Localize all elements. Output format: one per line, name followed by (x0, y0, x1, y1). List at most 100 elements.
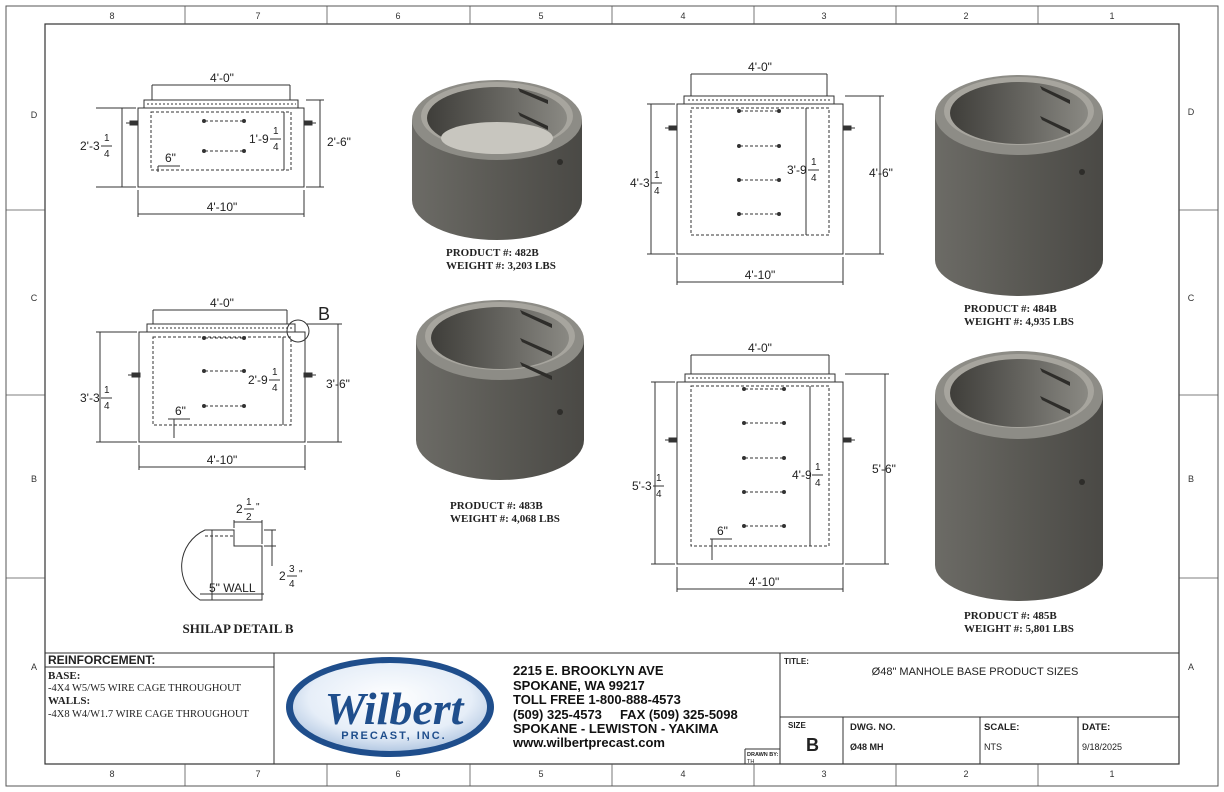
dim-overall-h-482: 2'-6" (327, 135, 351, 149)
svg-text:1: 1 (273, 126, 279, 137)
detail-callout-tag: B (318, 304, 330, 324)
date-label: DATE: (1082, 722, 1110, 733)
svg-text:1: 1 (246, 497, 252, 508)
zone-row-c: C (31, 293, 38, 303)
zone-row-c-right: C (1188, 293, 1195, 303)
dim-top-dia-484: 4'-0" (748, 60, 772, 74)
zone-col-8: 8 (109, 11, 114, 21)
product-weight-482: WEIGHT #: 3,203 LBS (446, 260, 556, 272)
product-weight-483: WEIGHT #: 4,068 LBS (450, 513, 560, 525)
product-weight-485: WEIGHT #: 5,801 LBS (964, 623, 1074, 635)
lifting-insert-right (842, 437, 855, 443)
lifting-insert-right (303, 372, 316, 378)
reinforcement-notes: REINFORCEMENT: BASE: -4X4 W5/W5 WIRE CAG… (48, 653, 250, 720)
dim-base-482: 6" (165, 151, 176, 165)
product-number-482: PRODUCT #: 482B (446, 247, 539, 259)
walls-spec: -4X8 W4/W1.7 WIRE CAGE THROUGHOUT (48, 709, 250, 720)
size-value: B (806, 735, 819, 755)
dim-overall-h-483: 3'-6" (326, 377, 350, 391)
svg-text:4: 4 (654, 186, 660, 197)
dim-bottom-dia-485: 4'-10" (749, 575, 780, 589)
title-fields: TITLE: Ø48" MANHOLE BASE PRODUCT SIZES S… (784, 657, 1122, 755)
zone-row-b-right: B (1188, 474, 1194, 484)
dim-top-dia-483: 4'-0" (210, 296, 234, 310)
product-label-484: PRODUCT #: 484B WEIGHT #: 4,935 LBS (964, 303, 1074, 328)
detail-wall-label: 5" WALL (209, 581, 256, 595)
dim-bottom-dia-484: 4'-10" (745, 268, 776, 282)
zone-rows-left: D C B A (31, 110, 38, 672)
product-number-485: PRODUCT #: 485B (964, 610, 1057, 622)
base-spec: -4X4 W5/W5 WIRE CAGE THROUGHOUT (48, 683, 242, 694)
zone-col-2-bottom: 2 (963, 769, 968, 779)
zone-row-b: B (31, 474, 37, 484)
dim-inner-h-483: 3'-3 (80, 391, 100, 405)
drawn-by-value: TH (747, 759, 754, 765)
step-rungs (202, 336, 246, 408)
dim-inner-h-485: 5'-3 (632, 479, 652, 493)
dim-step-483: 2'-9 (248, 373, 268, 387)
lifting-insert-left (665, 437, 678, 443)
zone-col-3-bottom: 3 (821, 769, 826, 779)
zone-col-4: 4 (680, 11, 685, 21)
lifting-insert-right (303, 120, 316, 126)
title-block (45, 652, 1179, 764)
drawing-title: Ø48" MANHOLE BASE PRODUCT SIZES (872, 666, 1079, 678)
zone-col-8-bottom: 8 (109, 769, 114, 779)
dim-step-485: 4'-9 (792, 468, 812, 482)
zone-row-a-right: A (1188, 662, 1194, 672)
zone-row-a: A (31, 662, 37, 672)
title-label: TITLE: (784, 657, 809, 666)
section-view-484: 4'-0" 4'-10" 4'-6" 4'-3 1 4 3'-9 1 4 (630, 60, 893, 285)
lifting-insert-left (126, 120, 139, 126)
address-line-3: TOLL FREE 1-800-888-4573 (513, 692, 681, 707)
step-rungs (742, 387, 786, 528)
size-label: SIZE (788, 721, 806, 730)
logo-sub: PRECAST, INC. (341, 730, 446, 742)
svg-text:4: 4 (656, 489, 662, 500)
svg-text:1: 1 (656, 473, 662, 484)
logo-main: Wilbert (325, 683, 465, 734)
zone-col-5: 5 (538, 11, 543, 21)
dim-inner-h-482: 2'-3 (80, 139, 100, 153)
walls-label: WALLS: (48, 695, 90, 707)
lifting-insert-right (842, 125, 855, 131)
address-line-1: 2215 E. BROOKLYN AVE (513, 663, 664, 678)
detail-title: SHILAP DETAIL B (182, 621, 293, 636)
svg-text:": " (256, 502, 260, 513)
date-value: 9/18/2025 (1082, 742, 1122, 752)
iso-render-485 (935, 351, 1103, 601)
zone-rows-right: D C B A (1188, 107, 1195, 672)
svg-text:3: 3 (289, 564, 295, 575)
product-number-483: PRODUCT #: 483B (450, 500, 543, 512)
product-label-483: PRODUCT #: 483B WEIGHT #: 4,068 LBS (450, 500, 560, 525)
zone-columns-bottom: 8 7 6 5 4 3 2 1 (109, 769, 1114, 779)
svg-text:4: 4 (815, 478, 821, 489)
dwg-label: DWG. NO. (850, 722, 895, 733)
svg-text:1: 1 (654, 170, 660, 181)
svg-text:4: 4 (104, 401, 110, 412)
zone-col-3: 3 (821, 11, 826, 21)
zone-ticks (6, 6, 1218, 786)
svg-text:4: 4 (272, 383, 278, 394)
shilap-detail-b: 2 1 2 " 2 3 4 " 5" WALL SHILAP DETAIL B (181, 497, 303, 636)
svg-text:4: 4 (289, 579, 295, 590)
zone-col-4-bottom: 4 (680, 769, 685, 779)
zone-col-2: 2 (963, 11, 968, 21)
dim-overall-h-484: 4'-6" (869, 166, 893, 180)
svg-text:": " (299, 569, 303, 580)
zone-row-d-right: D (1188, 107, 1195, 117)
svg-text:4: 4 (104, 149, 110, 160)
product-weight-484: WEIGHT #: 4,935 LBS (964, 316, 1074, 328)
iso-render-482 (412, 80, 582, 240)
zone-columns-top: 8 7 6 5 4 3 2 1 (109, 11, 1114, 21)
zone-col-7: 7 (255, 11, 260, 21)
scale-label: SCALE: (984, 722, 1019, 733)
step-rungs (202, 119, 246, 153)
svg-text:1: 1 (815, 462, 821, 473)
product-label-482: PRODUCT #: 482B WEIGHT #: 3,203 LBS (446, 247, 556, 272)
zone-col-6-bottom: 6 (395, 769, 400, 779)
address-line-5: SPOKANE - LEWISTON - YAKIMA (513, 721, 719, 736)
dim-step-482: 1'-9 (249, 132, 269, 146)
drawn-by-label: DRAWN BY: (747, 752, 779, 758)
